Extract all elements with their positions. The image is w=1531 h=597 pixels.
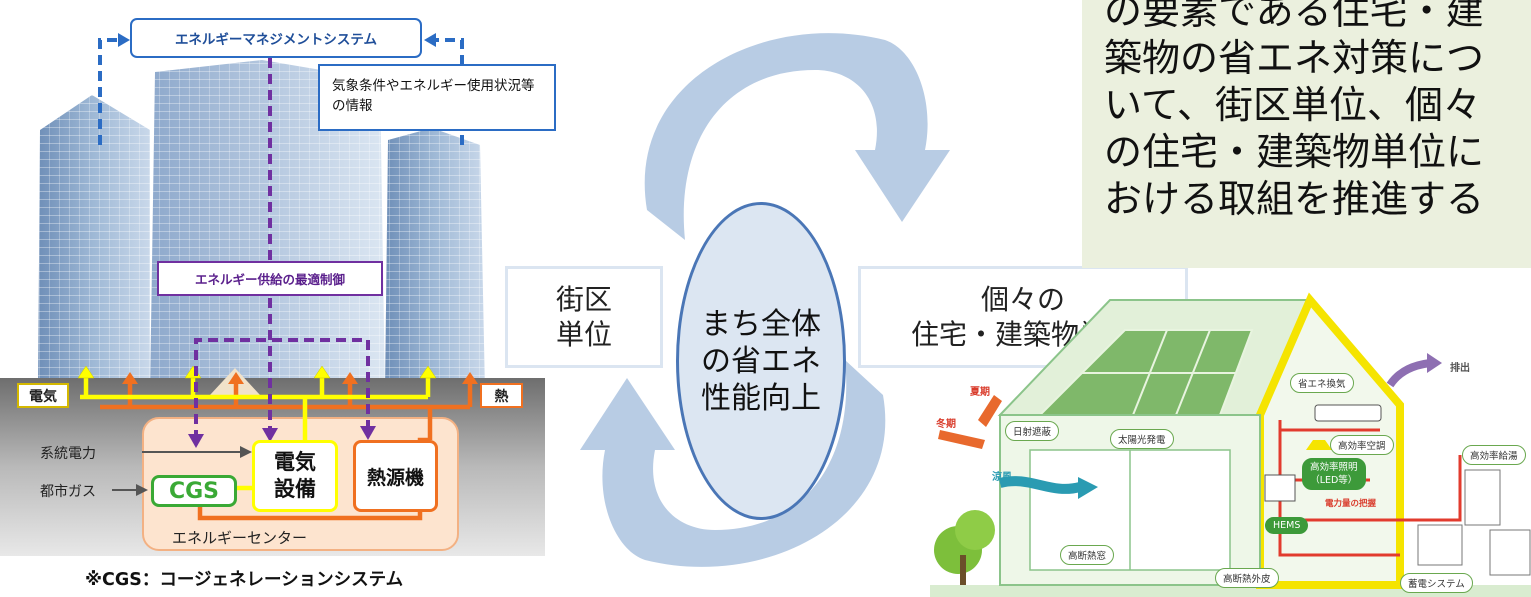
- weather-info-text: 気象条件やエネルギー使用状況等の情報: [332, 78, 535, 114]
- solar-label: 太陽光発電: [1110, 429, 1174, 449]
- cool-breeze-label: 涼風: [992, 472, 1012, 483]
- electric-equipment-text: 電気 設備: [274, 450, 316, 501]
- power-grasp-label: 電力量の把握: [1325, 499, 1377, 509]
- lower-cycle-arrow: [602, 360, 886, 567]
- lighting-label: 高効率照明 （LED等）: [1302, 458, 1366, 490]
- shading-label: 日射遮蔽: [1005, 421, 1060, 441]
- district-unit-box: 街区 単位: [505, 266, 663, 368]
- town-efficiency-text: まち全体 の省エネ 性能向上: [701, 306, 821, 416]
- policy-text: の要素である住宅・建 築物の省エネ対策につ いて、街区単位、個々 の住宅・建築物…: [1104, 0, 1485, 221]
- electricity-tag-text: 電気: [29, 388, 57, 405]
- energy-center-label: エネルギーセンター: [172, 529, 308, 547]
- house-illustration: 夏期 冬期 日射遮蔽 太陽光発電 省エネ換気 排出 高効率空調 高効率照明 （L…: [930, 255, 1531, 597]
- supply-control-box: エネルギー供給の最適制御: [157, 261, 383, 296]
- grid-power-label: 系統電力: [40, 446, 96, 462]
- energy-management-diagram: エネルギーマネジメントシステム 気象条件やエネルギー使用状況等の情報 エネルギー…: [0, 0, 560, 597]
- summer-label: 夏期: [970, 387, 990, 398]
- water-heater-label: 高効率給湯: [1462, 445, 1526, 465]
- policy-text-box: の要素である住宅・建 築物の省エネ対策につ いて、街区単位、個々 の住宅・建築物…: [1082, 0, 1531, 268]
- winter-label: 冬期: [936, 419, 956, 430]
- heat-source-text: 熱源機: [366, 466, 424, 489]
- cgs-box: CGS: [151, 475, 237, 507]
- eco-vent-label: 省エネ換気: [1290, 373, 1354, 393]
- cgs-text: CGS: [168, 478, 220, 504]
- ems-title-text: エネルギーマネジメントシステム: [174, 32, 378, 48]
- city-gas-label: 都市ガス: [40, 484, 96, 500]
- weather-info-box: 気象条件やエネルギー使用状況等の情報: [318, 64, 556, 131]
- district-unit-text: 街区 単位: [555, 283, 612, 351]
- supply-control-text: エネルギー供給の最適制御: [194, 272, 345, 287]
- electric-equipment-box: 電気 設備: [252, 440, 338, 512]
- battery-label: 蓄電システム: [1400, 573, 1473, 593]
- exhaust-label: 排出: [1450, 363, 1470, 374]
- upper-cycle-arrow: [644, 33, 928, 240]
- buildings: [38, 60, 485, 392]
- control-lines: [194, 58, 370, 440]
- heat-tag-text: 熱: [494, 388, 509, 405]
- town-efficiency-oval: まち全体 の省エネ 性能向上: [676, 202, 846, 520]
- ems-title-box: エネルギーマネジメントシステム: [130, 18, 422, 58]
- hems-label: HEMS: [1265, 517, 1309, 534]
- insulation-label: 高断熱外皮: [1215, 568, 1279, 588]
- heat-tag: 熱: [480, 383, 523, 408]
- electricity-tag: 電気: [17, 383, 69, 408]
- ac-label: 高効率空調: [1330, 435, 1394, 455]
- heat-source-box: 熱源機: [353, 440, 438, 512]
- cgs-footnote: ※CGS：コージェネレーションシステム: [85, 570, 404, 590]
- windows-label: 高断熱窓: [1060, 545, 1115, 565]
- cycle-arrows: [580, 33, 950, 567]
